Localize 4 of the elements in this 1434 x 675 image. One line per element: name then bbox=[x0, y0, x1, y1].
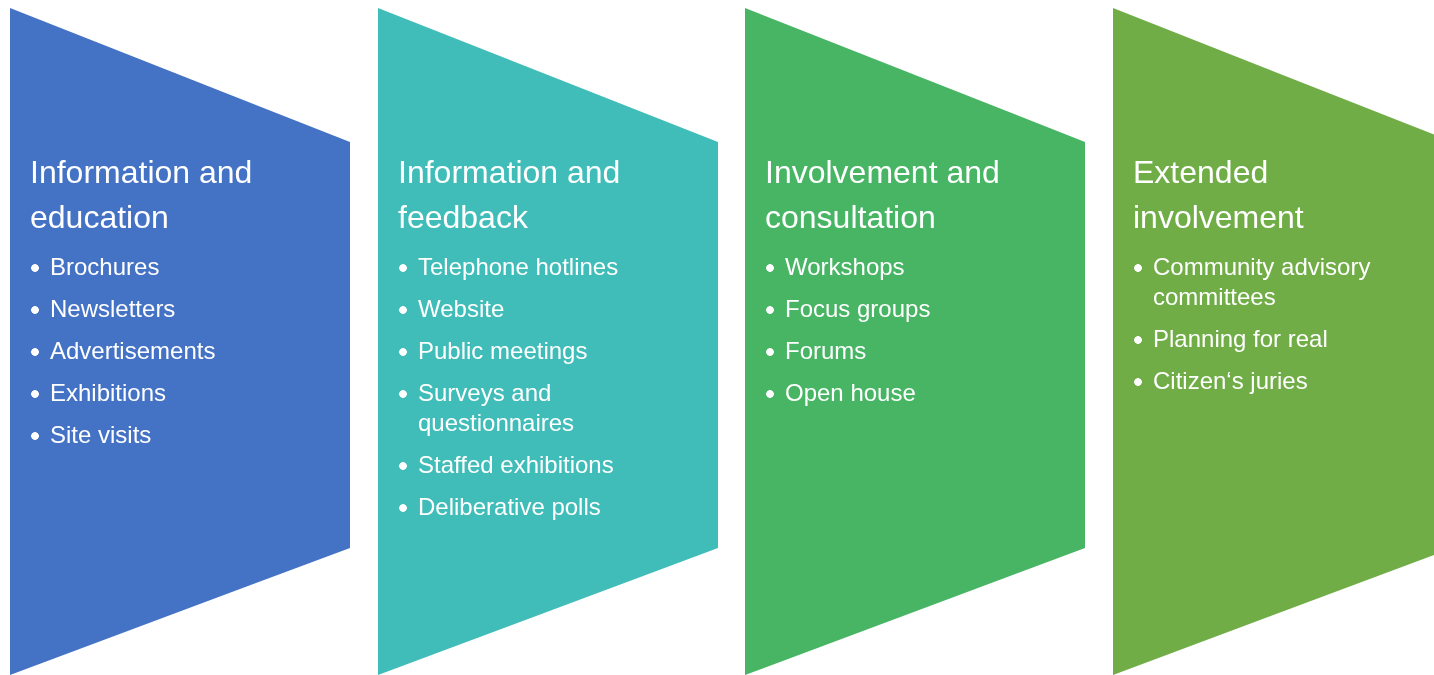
stage-heading: Information and education bbox=[30, 153, 254, 237]
stage-heading: Information and feedback bbox=[398, 153, 622, 237]
stage-heading: Extended involvement bbox=[1133, 153, 1305, 237]
stage-heading: Involvement and consultation bbox=[765, 153, 1001, 237]
